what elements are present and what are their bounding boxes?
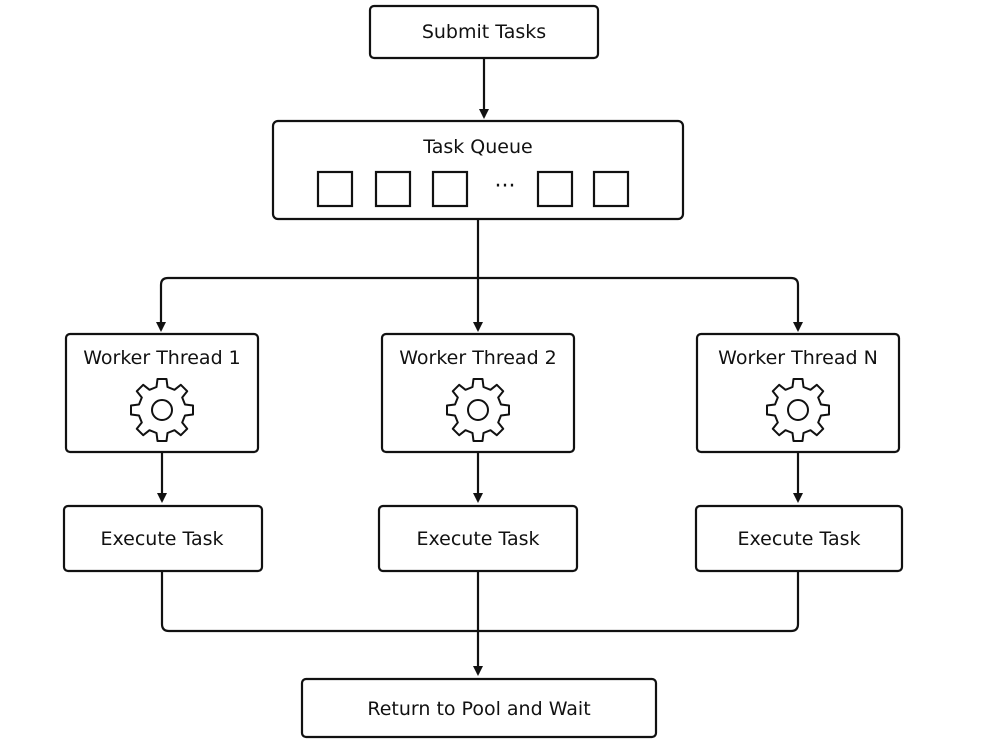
worker-thread-2-node: Worker Thread 2 <box>380 332 576 454</box>
worker-thread-n-node: Worker Thread N <box>695 332 901 454</box>
worker-thread-2-label: Worker Thread 2 <box>399 347 557 369</box>
execute-task-2-label: Execute Task <box>416 528 539 550</box>
worker-thread-n-label: Worker Thread N <box>718 347 878 369</box>
worker-thread-1-label: Worker Thread 1 <box>83 347 241 369</box>
queue-slot <box>592 170 630 208</box>
distribution-branch-1 <box>156 276 478 332</box>
distribution-branch-n <box>478 276 803 332</box>
queue-slot <box>374 170 412 208</box>
task-queue-label: Task Queue <box>422 136 532 158</box>
queue-slot <box>536 170 574 208</box>
execute-task-2-node: Execute Task <box>377 504 579 573</box>
gear-icon <box>130 378 194 442</box>
task-queue-node: Task Queue ··· <box>271 119 685 221</box>
submit-tasks-label: Submit Tasks <box>422 21 546 43</box>
return-to-pool-node: Return to Pool and Wait <box>300 677 658 739</box>
submit-tasks-node: Submit Tasks <box>368 4 600 60</box>
gear-icon <box>766 378 830 442</box>
queue-slot <box>431 170 469 208</box>
queue-ellipsis: ··· <box>495 174 516 199</box>
execute-task-n-node: Execute Task <box>694 504 904 573</box>
merge-line <box>160 571 800 633</box>
return-to-pool-label: Return to Pool and Wait <box>367 698 590 720</box>
queue-slot <box>316 170 354 208</box>
worker-thread-1-node: Worker Thread 1 <box>64 332 260 454</box>
gear-icon <box>446 378 510 442</box>
execute-task-1-label: Execute Task <box>100 528 223 550</box>
execute-task-n-label: Execute Task <box>737 528 860 550</box>
execute-task-1-node: Execute Task <box>62 504 264 573</box>
